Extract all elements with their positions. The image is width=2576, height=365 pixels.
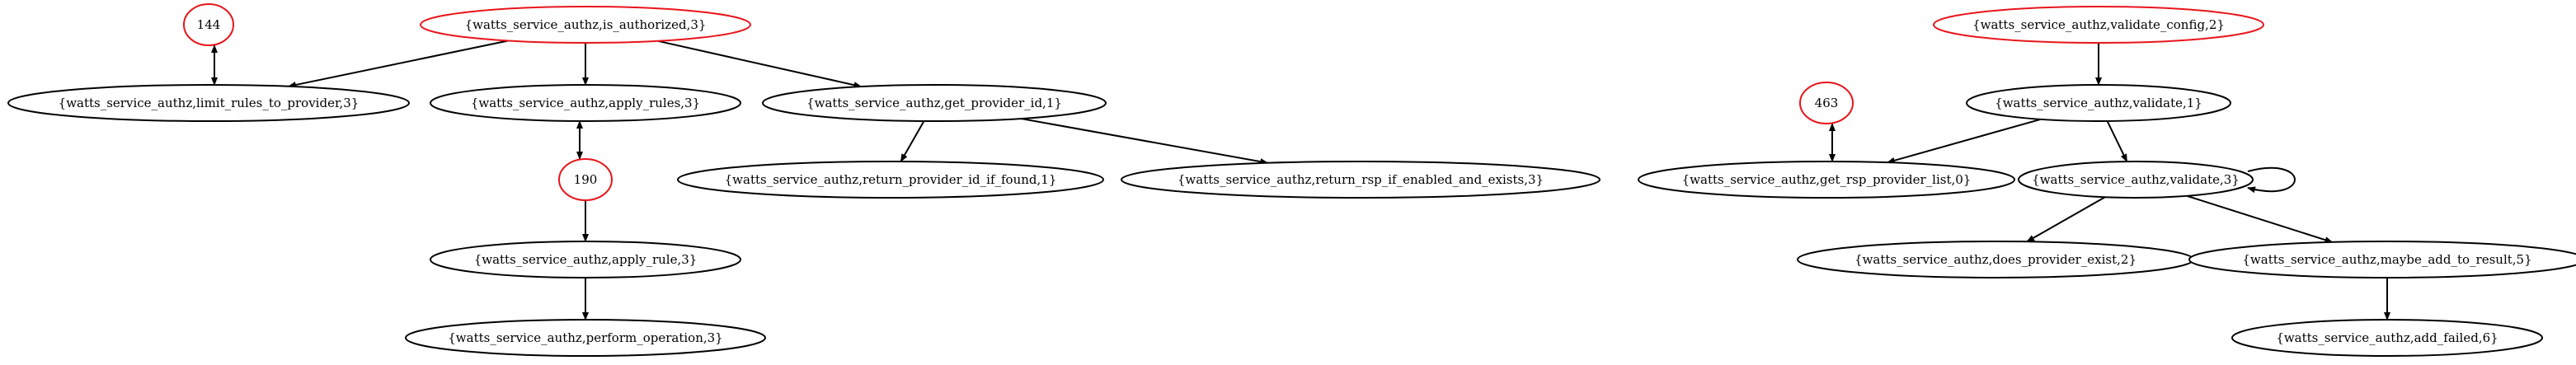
node-ellipse <box>1799 82 1854 124</box>
node-ellipse <box>2231 319 2543 357</box>
edge-nVal1-to-nVal3 <box>2106 120 2128 162</box>
node-ellipse <box>677 161 1104 199</box>
edge-nGetProv-to-nRetRsp <box>1021 118 1269 166</box>
node-label: {watts_service_authz,validate_config,2} <box>1972 17 2225 32</box>
node-nGetProv[interactable]: {watts_service_authz,get_provider_id,1} <box>762 84 1107 122</box>
node-label: 144 <box>197 17 221 32</box>
node-label: {watts_service_authz,validate,1} <box>1995 96 2202 110</box>
node-nVal1[interactable]: {watts_service_authz,validate,1} <box>1966 84 2231 122</box>
node-nLimit[interactable]: {watts_service_authz,limit_rules_to_prov… <box>7 84 410 122</box>
node-nRspList[interactable]: {watts_service_authz,get_rsp_provider_li… <box>1638 161 2015 199</box>
node-ellipse <box>405 319 766 357</box>
node-label: 463 <box>1815 96 1839 110</box>
node-nMaybe[interactable]: {watts_service_authz,maybe_add_to_result… <box>2188 241 2576 278</box>
node-label: {watts_service_authz,get_rsp_provider_li… <box>1682 172 1972 187</box>
node-ellipse <box>7 84 410 122</box>
node-nPerform[interactable]: {watts_service_authz,perform_operation,3… <box>405 319 766 357</box>
node-ellipse <box>1638 161 2015 199</box>
node-nVal3[interactable]: {watts_service_authz,validate,3} <box>2018 161 2254 199</box>
edges-layer <box>211 40 2390 321</box>
node-nApplyRules[interactable]: {watts_service_authz,apply_rules,3} <box>430 84 741 122</box>
node-ellipse <box>558 158 613 201</box>
node-label: {watts_service_authz,apply_rules,3} <box>471 96 700 110</box>
node-label: {watts_service_authz,does_provider_exist… <box>1854 252 2136 267</box>
node-label: 190 <box>574 172 598 187</box>
edge-nVal1-to-nRspList <box>1886 118 2042 164</box>
node-nValCfg[interactable]: {watts_service_authz,validate_config,2} <box>1933 6 2264 44</box>
nodes-layer: 144 {watts_service_authz,is_authorized,3}… <box>7 3 2576 357</box>
node-label: {watts_service_authz,get_provider_id,1} <box>806 96 1062 110</box>
node-label: {watts_service_authz,validate,3} <box>2032 172 2240 187</box>
node-ellipse <box>762 84 1107 122</box>
node-ellipse <box>183 3 234 46</box>
node-ellipse <box>2018 161 2254 199</box>
node-nRetProv[interactable]: {watts_service_authz,return_provider_id_… <box>677 161 1104 199</box>
edge-nVal3-to-nMaybe <box>2186 194 2334 243</box>
node-label: {watts_service_authz,return_provider_id_… <box>725 172 1057 187</box>
node-label: {watts_service_authz,maybe_add_to_result… <box>2242 252 2531 267</box>
node-label: {watts_service_authz,add_failed,6} <box>2276 330 2498 345</box>
node-nIsAuth[interactable]: {watts_service_authz,is_authorized,3} <box>420 6 751 44</box>
node-label: {watts_service_authz,is_authorized,3} <box>465 17 707 32</box>
node-ellipse <box>420 6 751 44</box>
node-nApplyRule[interactable]: {watts_service_authz,apply_rule,3} <box>430 241 741 278</box>
node-label: {watts_service_authz,return_rsp_if_enabl… <box>1178 172 1544 187</box>
node-ellipse <box>1966 84 2231 122</box>
node-label: {watts_service_authz,perform_operation,3… <box>448 330 722 345</box>
node-nRetRsp[interactable]: {watts_service_authz,return_rsp_if_enabl… <box>1121 161 1601 199</box>
node-n463[interactable]: 463 <box>1799 82 1854 124</box>
edge-nGetProv-to-nRetProv <box>900 120 925 162</box>
edge-nVal3-to-nExist <box>2026 196 2106 243</box>
edge-nIsAuth-to-nGetProv <box>657 40 863 89</box>
node-ellipse <box>430 84 741 122</box>
node-label: {watts_service_authz,limit_rules_to_prov… <box>59 96 360 110</box>
node-nExist[interactable]: {watts_service_authz,does_provider_exist… <box>1797 241 2194 278</box>
edge-nVal3-to-nVal3 <box>2247 166 2296 194</box>
node-nFailed[interactable]: {watts_service_authz,add_failed,6} <box>2231 319 2543 357</box>
node-n190[interactable]: 190 <box>558 158 613 201</box>
node-ellipse <box>1121 161 1601 199</box>
edge-nIsAuth-to-nLimit <box>288 40 509 88</box>
node-ellipse <box>2188 241 2576 278</box>
node-ellipse <box>1933 6 2264 44</box>
node-label: {watts_service_authz,apply_rule,3} <box>474 252 698 267</box>
node-n144[interactable]: 144 <box>183 3 234 46</box>
node-ellipse <box>430 241 741 278</box>
